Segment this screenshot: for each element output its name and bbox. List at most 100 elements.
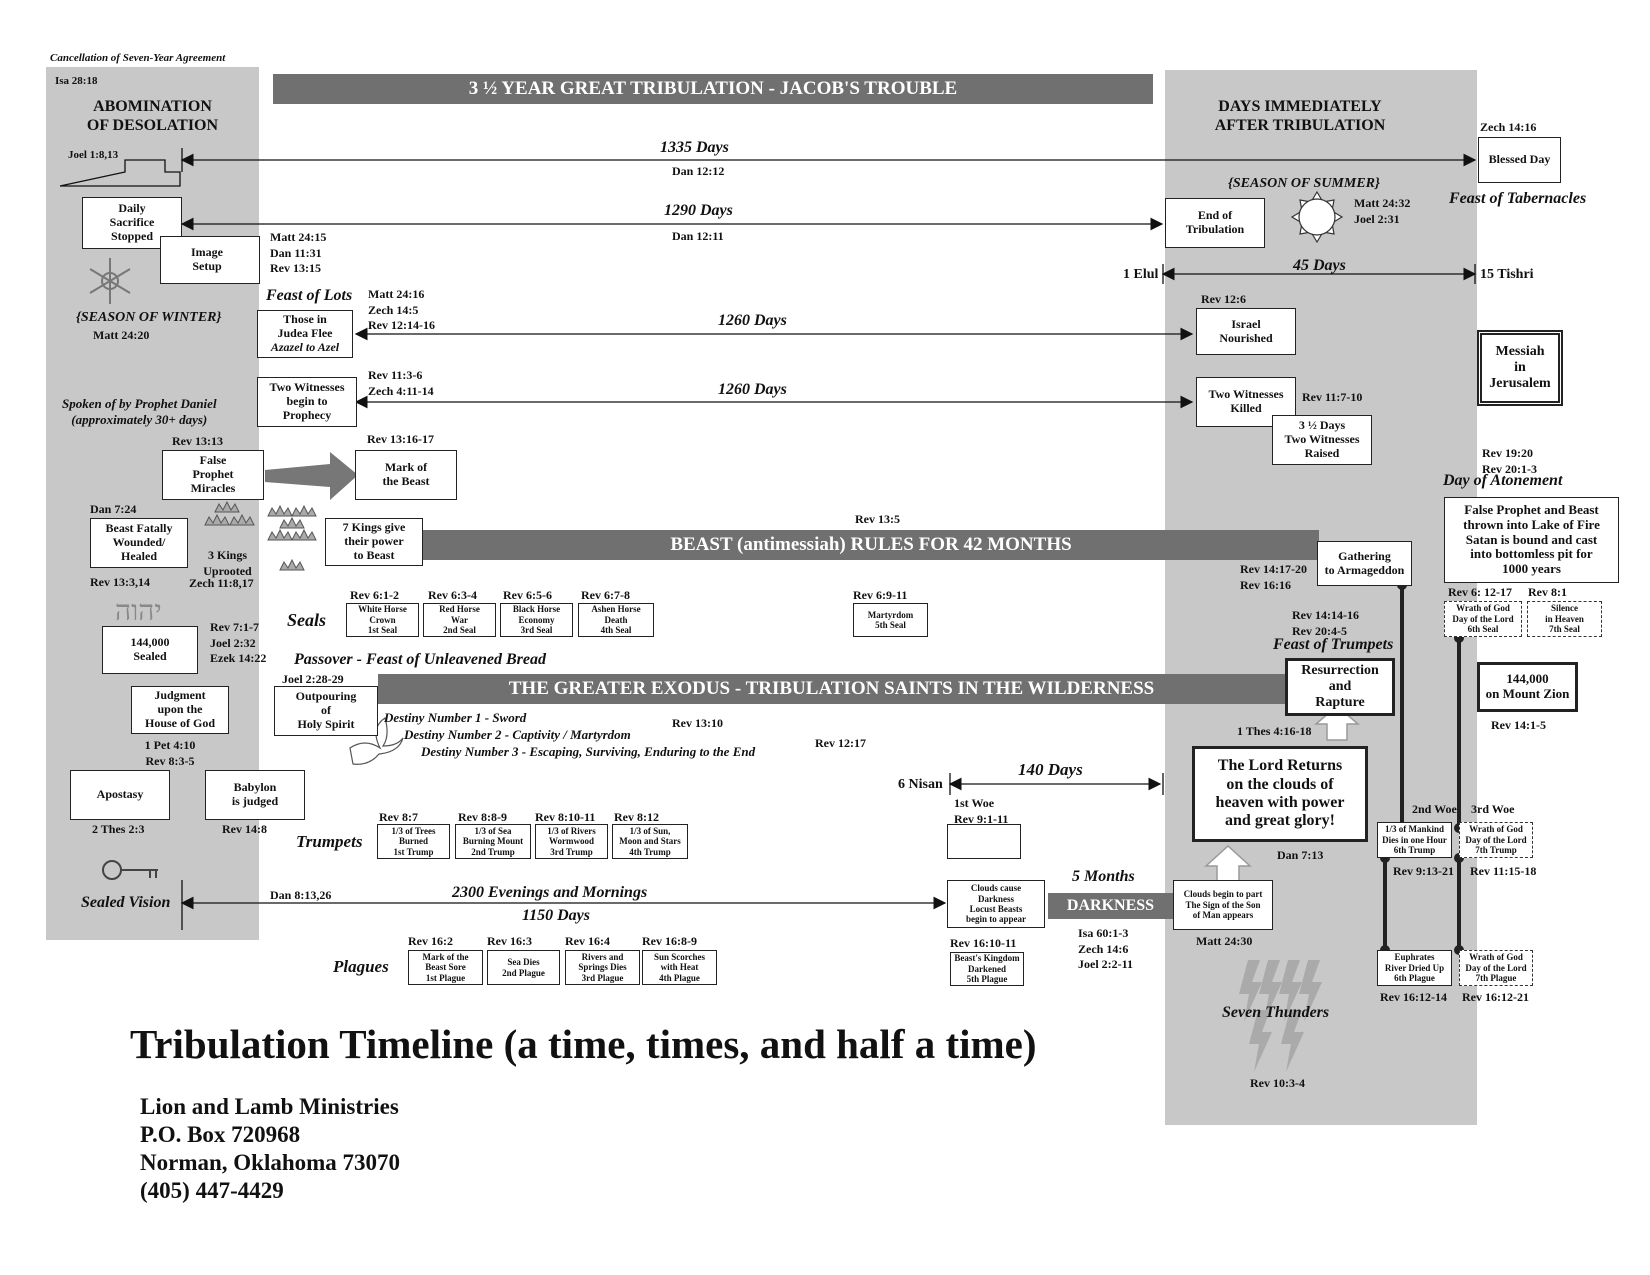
day-of-atonement: Day of Atonement <box>1443 472 1562 490</box>
babylon-box: Babylon is judged <box>205 770 305 820</box>
rev-1316-ref: Rev 13:16-17 <box>367 432 434 448</box>
passover-label: Passover - Feast of Unleavened Bread <box>294 651 546 669</box>
rev-1310-ref: Rev 13:10 <box>672 716 723 732</box>
false-prophet-box: False Prophet Miracles <box>162 450 264 500</box>
spoken-by-daniel: Spoken of by Prophet Daniel (approximate… <box>62 396 217 427</box>
plague-1-ref: Rev 16:2 <box>408 934 453 950</box>
rev-1612-ref: Rev 16:12-14 <box>1380 990 1447 1006</box>
rev-1414-ref: Rev 14:14-16 Rev 20:4-5 <box>1292 608 1359 639</box>
org-name: Lion and Lamb Ministries <box>140 1094 399 1120</box>
po-box: P.O. Box 720968 <box>140 1122 300 1148</box>
phone: (405) 447-4429 <box>140 1178 284 1204</box>
cancellation-label: Cancellation of Seven-Year Agreement <box>50 52 225 64</box>
plague-3-ref: Rev 16:4 <box>565 934 610 950</box>
seal-1-ref: Rev 6:1-2 <box>350 588 399 604</box>
lord-returns-box: The Lord Returns on the clouds of heaven… <box>1192 746 1368 842</box>
woe-2-label: 2nd Woe <box>1412 802 1457 818</box>
trumpets-label: Trumpets <box>296 832 362 852</box>
woe-1-label: 1st Woe Rev 9:1-11 <box>954 796 1008 827</box>
city: Norman, Oklahoma 73070 <box>140 1150 400 1176</box>
chart-title: Tribulation Timeline (a time, times, and… <box>130 1020 1037 1068</box>
beast-wounded-box: Beast Fatally Wounded/ Healed <box>90 518 188 568</box>
zech-1416-ref: Zech 14:16 <box>1480 120 1536 136</box>
resurrection-rapture-box: Resurrection and Rapture <box>1285 658 1395 716</box>
trumpet-4-box: 1/3 of Sun, Moon and Stars 4th Trump <box>612 824 688 859</box>
rev-103-ref: Rev 10:3-4 <box>1250 1076 1305 1092</box>
tishri-label: 15 Tishri <box>1480 266 1534 284</box>
three-kings-label: 3 Kings Uprooted <box>200 548 255 579</box>
isa-ref: Isa 28:18 <box>55 74 97 88</box>
trumpet-2-box: 1/3 of Sea Burning Mount 2nd Trump <box>455 824 531 859</box>
seal-4-ref: Rev 6:7-8 <box>581 588 630 604</box>
seven-thunders: Seven Thunders <box>1222 1004 1329 1022</box>
yhwh-glyph: יהוה <box>115 596 162 628</box>
seal-3-ref: Rev 6:5-6 <box>503 588 552 604</box>
seal-4-box: Ashen Horse Death 4th Seal <box>578 603 654 637</box>
lake-of-fire-box: False Prophet and Beast thrown into Lake… <box>1444 497 1619 583</box>
sealed-vision-label: Sealed Vision <box>81 894 170 912</box>
rev-117-ref: Rev 11:7-10 <box>1302 390 1362 406</box>
rev-13314-ref: Rev 13:3,14 <box>90 575 150 591</box>
azazel-text: Azazel to Azel <box>271 341 339 355</box>
nisan-label: 6 Nisan <box>898 776 943 794</box>
rev-16121-ref: Rev 16:12-21 <box>1462 990 1529 1006</box>
rev-612-ref: Rev 6: 12-17 <box>1448 585 1512 601</box>
silence-7th-seal-box: Silence in Heaven 7th Seal <box>1527 601 1602 637</box>
seal-3-box: Black Horse Economy 3rd Seal <box>500 603 573 637</box>
rev-148-ref: Rev 14:8 <box>222 822 267 838</box>
trumpet-6-box: 1/3 of Mankind Dies in one Hour 6th Trum… <box>1377 822 1452 858</box>
rev-1217-ref: Rev 12:17 <box>815 736 866 752</box>
destiny-2: Destiny Number 2 - Captivity / Martyrdom <box>404 727 631 743</box>
abomination-heading: ABOMINATION OF DESOLATION <box>70 97 235 135</box>
woe-3-label: 3rd Woe <box>1471 802 1514 818</box>
plague-2-box: Sea Dies 2nd Plague <box>487 950 560 985</box>
blessed-day-box: Blessed Day <box>1478 137 1561 183</box>
matt-2432-ref: Matt 24:32 Joel 2:31 <box>1354 196 1410 227</box>
seal-5-box: Martyrdom 5th Seal <box>853 603 928 637</box>
rev-135-ref: Rev 13:5 <box>855 512 900 528</box>
thes-23-ref: 2 Thes 2:3 <box>92 822 144 838</box>
judea-flee-text: Those in Judea Flee <box>278 313 333 341</box>
dan-1212-ref: Dan 12:12 <box>672 164 724 180</box>
rev-1115-ref: Rev 11:15-18 <box>1470 864 1536 880</box>
sealed-144-box: 144,000 Sealed <box>102 626 198 674</box>
feast-of-trumpets: Feast of Trumpets <box>1273 636 1393 654</box>
rev-913-ref: Rev 9:13-21 <box>1393 864 1454 880</box>
two-witnesses-box: Two Witnesses begin to Prophecy <box>257 377 357 427</box>
plagues-label: Plagues <box>333 957 389 977</box>
seals-label: Seals <box>287 610 326 631</box>
plague-4-ref: Rev 16:8-9 <box>642 934 697 950</box>
clouds-cause-box: Clouds cause Darkness Locust Beasts begi… <box>947 880 1045 928</box>
seal-1-box: White Horse Crown 1st Seal <box>346 603 419 637</box>
mark-of-beast-box: Mark of the Beast <box>355 450 457 500</box>
messiah-jerusalem-box: Messiah in Jerusalem <box>1477 330 1563 406</box>
zech-118-ref: Zech 11:8,17 <box>189 576 254 592</box>
days-after-heading: DAYS IMMEDIATELY AFTER TRIBULATION <box>1180 97 1420 135</box>
label-1260-days-b: 1260 Days <box>718 381 787 399</box>
feast-of-lots: Feast of Lots <box>266 287 352 305</box>
label-45-days: 45 Days <box>1293 257 1346 275</box>
isa-60-ref: Isa 60:1-3 Zech 14:6 Joel 2:2-11 <box>1078 926 1133 973</box>
matt-2420-ref: Matt 24:20 <box>93 328 149 344</box>
darkness-bar: DARKNESS <box>1048 893 1173 919</box>
destiny-1: Destiny Number 1 - Sword <box>384 710 526 726</box>
judgment-box: Judgment upon the House of God <box>131 686 229 734</box>
euphrates-box: Euphrates River Dried Up 6th Plague <box>1377 950 1452 986</box>
trumpet-7-box: Wrath of God Day of the Lord 7th Trump <box>1459 822 1533 858</box>
trumpet-3-box: 1/3 of Rivers Wormwood 3rd Trump <box>535 824 608 859</box>
seal-2-box: Red Horse War 2nd Seal <box>423 603 496 637</box>
pet-410-ref: 1 Pet 4:10 Rev 8:3-5 <box>135 738 205 769</box>
label-1290-days: 1290 Days <box>664 202 733 220</box>
rev-81-ref: Rev 8:1 <box>1528 585 1567 601</box>
armageddon-box: Gathering to Armageddon <box>1317 541 1412 586</box>
mount-zion-box: 144,000 on Mount Zion <box>1477 662 1578 712</box>
trumpet-1-box: 1/3 of Trees Burned 1st Trump <box>377 824 450 859</box>
dan-713-ref: Dan 7:13 <box>1277 848 1323 864</box>
end-of-tribulation-box: End of Tribulation <box>1165 198 1265 248</box>
rev-1417-ref: Rev 14:17-20 Rev 16:16 <box>1240 562 1307 593</box>
rev-141-ref: Rev 14:1-5 <box>1491 718 1546 734</box>
label-1260-days-a: 1260 Days <box>718 312 787 330</box>
joel-18-ref: Joel 1:8,13 <box>68 148 118 162</box>
thes-416-ref: 1 Thes 4:16-18 <box>1237 724 1311 740</box>
seal-5-ref: Rev 6:9-11 <box>853 588 907 604</box>
